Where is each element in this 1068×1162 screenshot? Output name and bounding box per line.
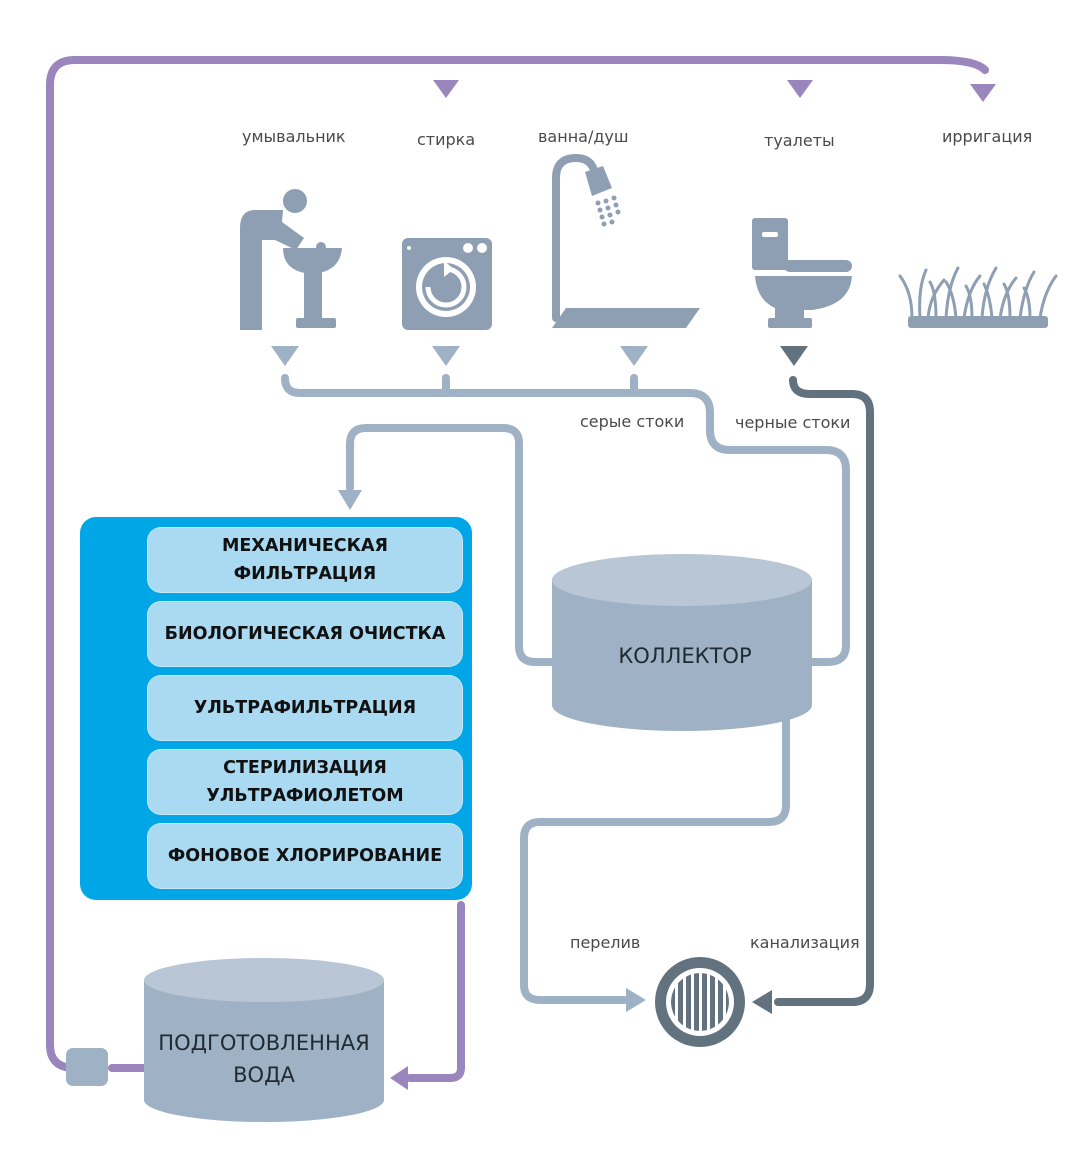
stage-label: СТЕРИЛИЗАЦИЯ УЛЬТРАФИОЛЕТОМ (206, 758, 404, 806)
black-water-pipe (774, 376, 874, 1006)
label-overflow: перелив (570, 933, 641, 952)
label-grey-water: серые стоки (580, 412, 685, 431)
treated-water-tank (144, 958, 384, 1122)
stage-label: УЛЬТРАФИЛЬТРАЦИЯ (193, 698, 417, 718)
arrow-left-into-treated-tank (390, 1066, 408, 1090)
pump-box (66, 1048, 108, 1086)
label-sewer: канализация (750, 933, 860, 952)
recycled-water-pipe (46, 56, 989, 1082)
stage-uv-sterilization: СТЕРИЛИЗАЦИЯ УЛЬТРАФИОЛЕТОМ (147, 749, 463, 815)
stage-ultrafiltration: УЛЬТРАФИЛЬТРАЦИЯ (147, 675, 463, 741)
arrow-left-sewer (752, 990, 772, 1014)
treated-water-label: ПОДГОТОВЛЕННАЯ ВОДА (158, 1031, 370, 1087)
collector-tank (552, 554, 812, 731)
grass-icon (898, 266, 1058, 328)
arrow-right-overflow (626, 988, 646, 1012)
toilet-icon (752, 218, 852, 328)
washing-machine-icon (402, 238, 492, 330)
arrow-down-from-sink (271, 346, 299, 366)
sink-person-icon (240, 189, 342, 330)
stage-label: ФОНОВОЕ ХЛОРИРОВАНИЕ (167, 846, 443, 866)
shower-icon (552, 153, 700, 328)
stage-mechanical-filtration: МЕХАНИЧЕСКАЯ ФИЛЬТРАЦИЯ (147, 527, 463, 593)
arrow-down-from-shower (620, 346, 648, 366)
label-laundry: стирка (417, 130, 476, 149)
stage-label: МЕХАНИЧЕСКАЯ ФИЛЬТРАЦИЯ (222, 536, 388, 584)
arrow-down-into-treatment (338, 490, 362, 510)
arrow-down-from-laundry (432, 346, 460, 366)
arrow-down-irrigation-supply (970, 84, 996, 102)
label-shower: ванна/душ (538, 127, 629, 146)
arrow-down-from-toilet (780, 346, 808, 366)
arrow-down-toilet-supply (787, 80, 813, 98)
stage-biological-treatment: БИОЛОГИЧЕСКАЯ ОЧИСТКА (147, 601, 463, 667)
stage-label: БИОЛОГИЧЕСКАЯ ОЧИСТКА (164, 624, 446, 644)
label-toilets: туалеты (764, 131, 835, 150)
arrow-down-laundry-supply (433, 80, 459, 98)
collector-label: КОЛЛЕКТОР (618, 644, 752, 668)
label-black-water: черные стоки (735, 413, 851, 432)
stage-chlorination: ФОНОВОЕ ХЛОРИРОВАНИЕ (147, 823, 463, 889)
label-irrigation: ирригация (942, 127, 1033, 146)
sewer-drain-icon (655, 957, 745, 1047)
grey-water-pipe (281, 374, 850, 1004)
label-sink: умывальник (242, 127, 346, 146)
